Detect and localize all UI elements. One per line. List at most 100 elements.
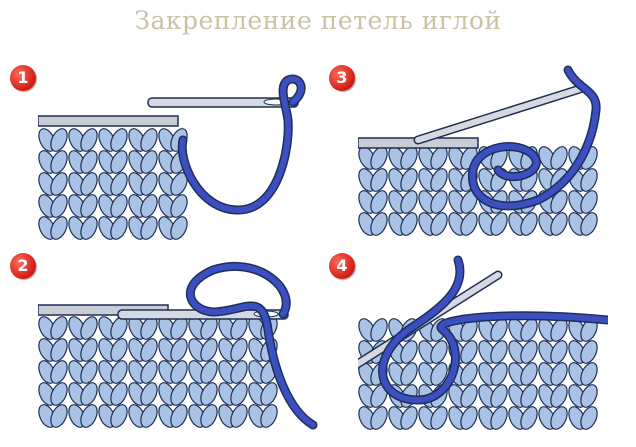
knit-stitch <box>580 212 598 236</box>
step-4-svg <box>358 255 608 430</box>
knitted-fabric <box>358 146 598 236</box>
knit-stitch <box>170 216 188 240</box>
knit-stitch <box>490 212 508 236</box>
knit-stitch <box>80 360 98 384</box>
knit-stitch <box>110 382 128 406</box>
knit-stitch <box>260 382 278 406</box>
knit-stitch <box>400 190 418 214</box>
knit-stitch <box>110 194 128 218</box>
step-2-badge: 2 <box>10 253 36 279</box>
knit-stitch <box>370 318 388 342</box>
knit-stitch <box>140 360 158 384</box>
knit-stitch <box>430 168 448 192</box>
knit-stitch <box>580 384 598 408</box>
knit-stitch <box>200 382 218 406</box>
knit-stitch <box>430 406 448 430</box>
knit-stitch <box>430 362 448 386</box>
step-3-svg <box>358 65 601 236</box>
knit-stitch <box>140 128 158 152</box>
knit-stitch <box>260 404 278 428</box>
knit-stitch <box>370 212 388 236</box>
knitted-fabric <box>358 318 598 430</box>
knit-stitch <box>80 194 98 218</box>
knit-stitch <box>460 406 478 430</box>
knit-stitch <box>490 362 508 386</box>
knit-stitch <box>50 172 68 196</box>
knit-stitch <box>490 406 508 430</box>
knit-stitch <box>550 362 568 386</box>
knit-stitch <box>230 338 248 362</box>
knitted-fabric <box>38 316 278 428</box>
knit-stitch <box>430 212 448 236</box>
knit-stitch <box>50 194 68 218</box>
knit-stitch <box>430 340 448 364</box>
knit-stitch <box>170 382 188 406</box>
knit-stitch <box>460 212 478 236</box>
page-title: Закрепление петель иглой <box>134 6 502 35</box>
knit-stitch <box>520 406 538 430</box>
knitted-fabric <box>38 128 188 240</box>
step-3-badge: 3 <box>329 65 355 91</box>
knit-stitch <box>200 404 218 428</box>
knit-stitch <box>460 384 478 408</box>
knit-stitch <box>80 338 98 362</box>
knit-stitch <box>230 382 248 406</box>
knit-stitch <box>400 340 418 364</box>
knit-stitch <box>550 190 568 214</box>
knit-stitch <box>490 384 508 408</box>
knit-stitch <box>230 360 248 384</box>
step-2-svg <box>38 261 318 430</box>
knit-stitch <box>140 216 158 240</box>
knit-stitch <box>520 362 538 386</box>
knit-stitch <box>80 150 98 174</box>
knit-stitch <box>110 338 128 362</box>
knit-stitch <box>110 150 128 174</box>
knit-stitch <box>430 190 448 214</box>
step-2-illustration <box>38 250 318 440</box>
knit-stitch <box>50 360 68 384</box>
knit-stitch <box>370 168 388 192</box>
knit-stitch <box>400 212 418 236</box>
step-4-badge: 4 <box>329 253 355 279</box>
knit-stitch <box>580 168 598 192</box>
knit-stitch <box>80 404 98 428</box>
knit-stitch <box>550 212 568 236</box>
knit-stitch <box>50 316 68 340</box>
knit-stitch <box>230 404 248 428</box>
knit-stitch <box>80 382 98 406</box>
knit-stitch <box>400 406 418 430</box>
knit-stitch <box>400 168 418 192</box>
knit-stitch <box>80 172 98 196</box>
knit-stitch <box>80 128 98 152</box>
step-3-illustration <box>358 60 608 240</box>
knit-stitch <box>170 404 188 428</box>
knit-stitch <box>50 150 68 174</box>
knit-stitch <box>550 384 568 408</box>
knit-stitch <box>50 128 68 152</box>
knit-stitch <box>550 406 568 430</box>
step-1-illustration <box>38 60 318 240</box>
knit-stitch <box>50 382 68 406</box>
knit-stitch <box>80 316 98 340</box>
knit-stitch <box>550 340 568 364</box>
knit-stitch <box>580 406 598 430</box>
knit-stitch <box>110 216 128 240</box>
knit-stitch <box>140 172 158 196</box>
knit-stitch <box>110 404 128 428</box>
step-4-illustration <box>358 250 608 440</box>
knit-stitch <box>140 382 158 406</box>
step-1-svg <box>38 74 306 240</box>
knit-stitch <box>460 340 478 364</box>
knit-stitch <box>200 360 218 384</box>
knit-stitch <box>580 362 598 386</box>
knit-stitch <box>370 190 388 214</box>
knit-stitch <box>170 360 188 384</box>
knit-stitch <box>50 338 68 362</box>
knitting-needle <box>38 115 179 127</box>
knit-stitch <box>80 216 98 240</box>
knit-stitch <box>110 128 128 152</box>
knit-stitch <box>200 338 218 362</box>
knit-stitch <box>550 146 568 170</box>
knit-stitch <box>50 216 68 240</box>
knit-stitch <box>460 362 478 386</box>
